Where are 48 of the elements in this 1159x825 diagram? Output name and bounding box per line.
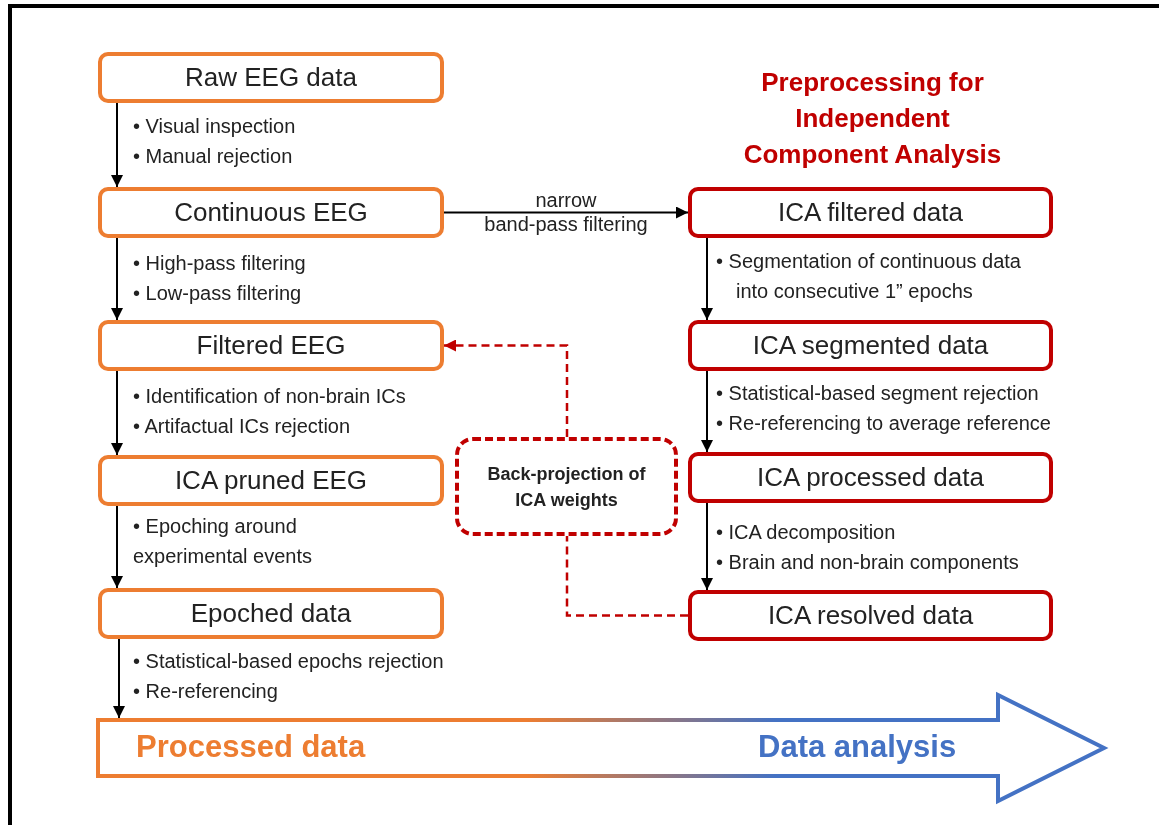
bullet-item: • Manual rejection xyxy=(133,144,294,169)
node-text: ICA processed data xyxy=(757,462,984,493)
bullet-item: • ICA decomposition xyxy=(716,520,897,545)
process-box xyxy=(98,52,444,103)
node-text: ICA filtered data xyxy=(778,197,963,228)
bullet-item: • Low-pass filtering xyxy=(133,281,303,306)
arrow xyxy=(443,206,689,219)
bullet-item: • Brain and non-brain components xyxy=(716,550,1020,575)
dashed-note-box xyxy=(455,437,678,536)
bullet-item: • Re-referencing to average reference xyxy=(716,411,1052,436)
process-box xyxy=(98,320,444,371)
node-text: Continuous EEG xyxy=(174,197,368,228)
arrow xyxy=(113,638,125,719)
bullet-item: • Statistical-based epochs rejection xyxy=(133,649,445,674)
dashed-arrow xyxy=(444,339,569,437)
process-box xyxy=(688,590,1053,641)
bullet-item: • Identification of non-brain ICs xyxy=(133,384,407,409)
arrow xyxy=(701,370,713,453)
bullet-item: • Epoching around experimental events xyxy=(133,514,313,569)
bullet-item: • Statistical-based segment rejection xyxy=(716,381,1040,406)
bullet-item: • Re-referencing xyxy=(133,679,279,704)
process-box xyxy=(688,187,1053,238)
arrow xyxy=(111,505,123,589)
arrow xyxy=(111,370,123,456)
process-box xyxy=(98,588,444,639)
node-text: ICA pruned EEG xyxy=(174,465,368,496)
heading: Preprocessing for Independent Component Analysis xyxy=(742,66,1003,171)
edge-label: narrow band-pass filtering xyxy=(483,187,649,236)
node-text: ICA segmented data xyxy=(752,330,989,361)
node-text: Back-projection of ICA weights xyxy=(486,462,647,512)
node-text: Raw EEG data xyxy=(185,62,357,93)
arrow-text: Data analysis xyxy=(758,728,957,766)
arrow xyxy=(111,237,123,321)
process-box xyxy=(98,455,444,506)
node-text: Epoched data xyxy=(190,598,352,629)
arrow xyxy=(701,237,713,321)
bullet-item: • Visual inspection xyxy=(133,114,297,139)
node-text: ICA resolved data xyxy=(767,600,974,631)
bullet-item: • Artifactual ICs rejection xyxy=(133,414,352,439)
arrow xyxy=(701,502,713,591)
node-text: Filtered EEG xyxy=(196,330,346,361)
arrow-text: Processed data xyxy=(136,728,366,766)
process-box xyxy=(688,320,1053,371)
bullet-item: • Segmentation of continuous data into consecutive 1” epochs xyxy=(716,249,1022,304)
arrow xyxy=(111,102,123,188)
process-box xyxy=(98,187,444,238)
bullet-item: • High-pass filtering xyxy=(133,251,307,276)
process-box xyxy=(688,452,1053,503)
